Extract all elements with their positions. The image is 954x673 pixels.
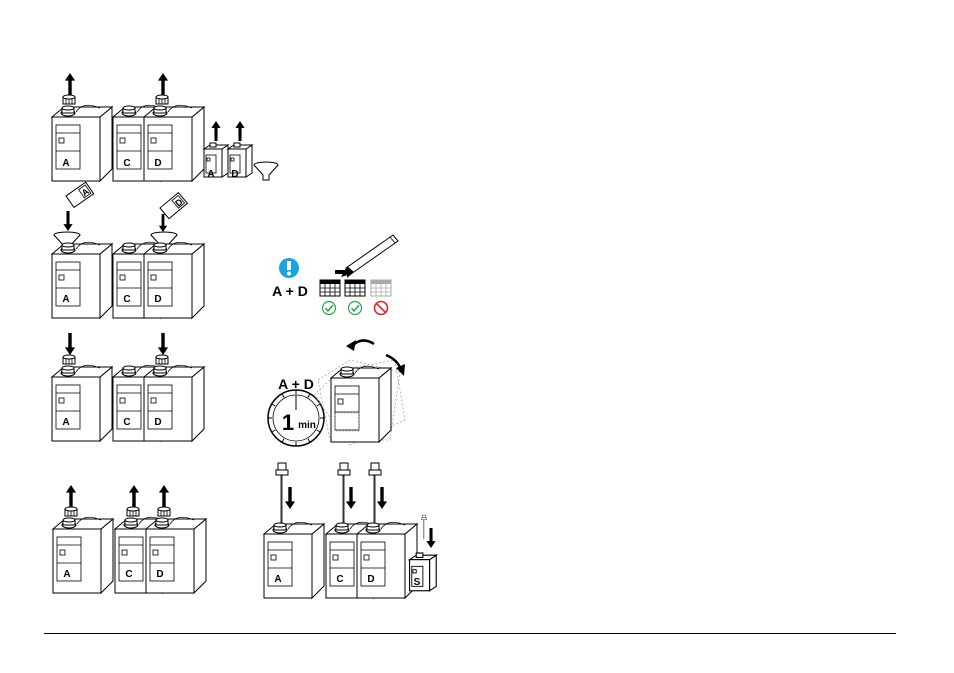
svg-text:C: C [336,574,343,585]
bottle-label-s: S [414,577,421,588]
row-4-fill-dispenser: A C D A C D S [53,463,436,598]
funnel-icon [254,162,278,180]
svg-text:C: C [125,569,132,580]
svg-text:C: C [123,417,130,428]
mix-label: A + D [272,283,308,299]
arrow-up-icon [211,121,220,141]
canister-label-c: C [123,158,130,169]
canister-a [52,105,112,181]
svg-text:C: C [123,294,130,305]
arrow-up-icon [66,485,76,507]
arrow-down-icon [159,214,167,232]
bottle-label-d: D [231,169,238,180]
canister-a [52,242,112,318]
arrow-down-icon [63,211,72,231]
syringe-icon [422,515,427,539]
svg-text:D: D [154,417,161,428]
shaking-canister [314,360,405,445]
syringe-icon [369,463,381,523]
canister-d [146,517,206,593]
timer-value: 1 [282,410,294,435]
row-3-close-caps: A C D A + D 1 min [52,333,405,446]
calendar-icon [371,280,391,296]
rotate-arrow-icon [346,340,374,351]
arrow-down-icon [377,487,387,509]
info-icon [279,258,299,278]
svg-text:A: A [62,294,69,305]
arrow-up-icon [129,485,139,507]
canister-a [52,365,112,441]
cap-icon [63,355,75,364]
arrow-down-icon [65,333,75,355]
syringe-icon [338,463,350,523]
svg-text:A: A [274,574,281,585]
tilted-bottle-a: A [66,182,94,207]
canister-d [144,365,204,441]
svg-text:D: D [154,294,161,305]
svg-text:A: A [63,569,70,580]
bottle-label-a: A [207,169,214,180]
syringe-icon [276,463,288,523]
arrow-down-icon [285,487,295,509]
canister-d [144,242,204,318]
cap-icon [65,507,77,516]
arrow-up-icon [65,73,75,95]
arrow-down-icon [426,528,435,548]
cap-icon [156,95,168,104]
check-icon [323,302,336,315]
check-icon [349,302,362,315]
canister-a [53,517,113,593]
canister-a [264,522,324,598]
calendar-icon [320,280,340,296]
arrow-up-icon [235,121,244,141]
svg-text:A: A [62,417,69,428]
arrow-up-icon [158,73,168,95]
cap-icon [127,507,139,516]
timer-unit: min [298,420,316,431]
svg-text:D: D [367,574,374,585]
svg-text:D: D [156,569,163,580]
cap-icon [158,507,170,516]
cap-icon [63,95,75,104]
canister-d [144,105,204,181]
row-2-pour-reagent: A A D C D A + D [52,182,398,318]
arrow-down-icon [158,333,168,355]
prohibited-icon [375,302,388,315]
cap-icon [156,355,168,364]
arrow-up-icon [159,485,169,507]
calendar-icon [345,280,365,296]
timer-icon: 1 min [268,390,324,446]
row-1-open-caps: A C D A D [52,73,278,181]
canister-label-a: A [62,158,69,169]
arrow-down-icon [346,487,356,509]
canister-label-d: D [154,158,161,169]
